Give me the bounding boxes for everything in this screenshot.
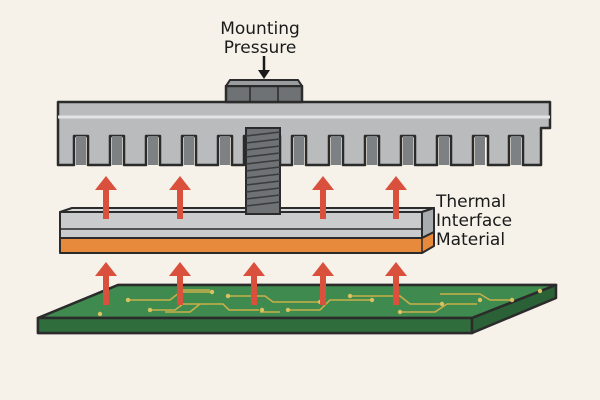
arrow-up-icon [385,262,407,305]
pcb-board [36,283,558,335]
thermal-interface-material-label: Thermal Interface Material [436,193,566,250]
heatsink [56,100,552,167]
pressure-label-line2: Pressure [223,38,297,58]
arrow-up-icon [243,262,265,305]
arrow-down-icon [258,56,270,79]
tim-layer [59,231,435,254]
arrow-up-icon [312,176,334,219]
heat-arrows-lower [95,262,407,305]
pressure-label-line1: Mounting [220,19,300,39]
arrow-up-icon [169,262,191,305]
tim-label-line2: Interface [436,211,513,231]
heat-arrows-upper [95,176,407,219]
arrow-up-icon [312,262,334,305]
arrow-up-icon [169,176,191,219]
tim-label-line3: Material [436,230,506,250]
arrow-up-icon [95,176,117,219]
mounting-pressure-label: Mounting Pressure [190,20,330,58]
mounting-bolt [224,79,304,215]
tim-label-line1: Thermal [436,192,507,212]
pcb-pads [97,287,543,317]
arrow-up-icon [95,262,117,305]
arrow-up-icon [385,176,407,219]
